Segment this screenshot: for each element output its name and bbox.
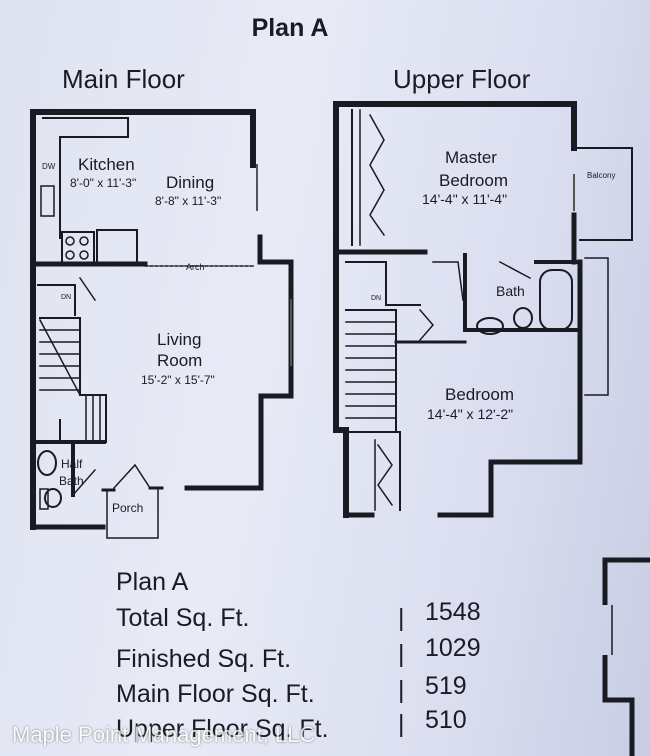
summary-label-total: Total Sq. Ft. <box>116 604 250 632</box>
dishwasher-label: DW <box>42 162 56 171</box>
adjacent-plan-fragment <box>602 557 650 756</box>
summary-value-main-floor: 519 <box>425 672 467 700</box>
summary-separator: | <box>398 710 405 738</box>
half-bath-label-line2: Bath <box>59 474 84 488</box>
arch-label: Arch <box>186 262 205 272</box>
summary-separator: | <box>398 640 405 668</box>
main-floor-plan <box>30 109 294 539</box>
living-room-name-line2: Room <box>157 351 202 370</box>
half-bath-label-line1: Half <box>61 457 83 471</box>
dining-name: Dining <box>166 173 214 192</box>
summary-label-main-floor: Main Floor Sq. Ft. <box>116 680 315 708</box>
dining-dims: 8'-8" x 11'-3" <box>155 194 221 208</box>
summary-separator: | <box>398 676 405 704</box>
master-bedroom-dims: 14'-4" x 11'-4" <box>422 191 507 207</box>
porch-label: Porch <box>112 501 143 515</box>
master-bedroom-name-line2: Bedroom <box>439 171 508 190</box>
upper-stairs-down-label: DN <box>371 295 381 302</box>
watermark: Maple Point Management, LLC <box>12 722 316 747</box>
living-room-name-line1: Living <box>157 330 201 349</box>
summary-value-upper-floor: 510 <box>425 706 467 734</box>
summary-heading: Plan A <box>116 568 189 596</box>
summary-value-finished: 1029 <box>425 634 481 662</box>
kitchen-dims: 8'-0" x 11'-3" <box>70 176 136 190</box>
upper-floor-plan <box>333 101 633 518</box>
main-stairs-down-label: DN <box>61 294 71 301</box>
living-room-dims: 15'-2" x 15'-7" <box>141 373 215 387</box>
upper-floor-heading: Upper Floor <box>393 64 531 94</box>
balcony-label: Balcony <box>587 171 615 180</box>
plan-title: Plan A <box>251 14 329 42</box>
master-bedroom-name-line1: Master <box>445 148 497 167</box>
bedroom-name: Bedroom <box>445 385 514 404</box>
kitchen-name: Kitchen <box>78 155 135 174</box>
summary-label-upper-floor: Upper Floor Sq. Ft. <box>116 715 329 743</box>
summary-value-total: 1548 <box>425 598 481 626</box>
bath-label: Bath <box>496 283 525 299</box>
bedroom-dims: 14'-4" x 12'-2" <box>427 406 513 422</box>
summary-separator: | <box>398 604 405 632</box>
main-floor-heading: Main Floor <box>62 64 185 94</box>
summary-label-finished: Finished Sq. Ft. <box>116 645 292 673</box>
